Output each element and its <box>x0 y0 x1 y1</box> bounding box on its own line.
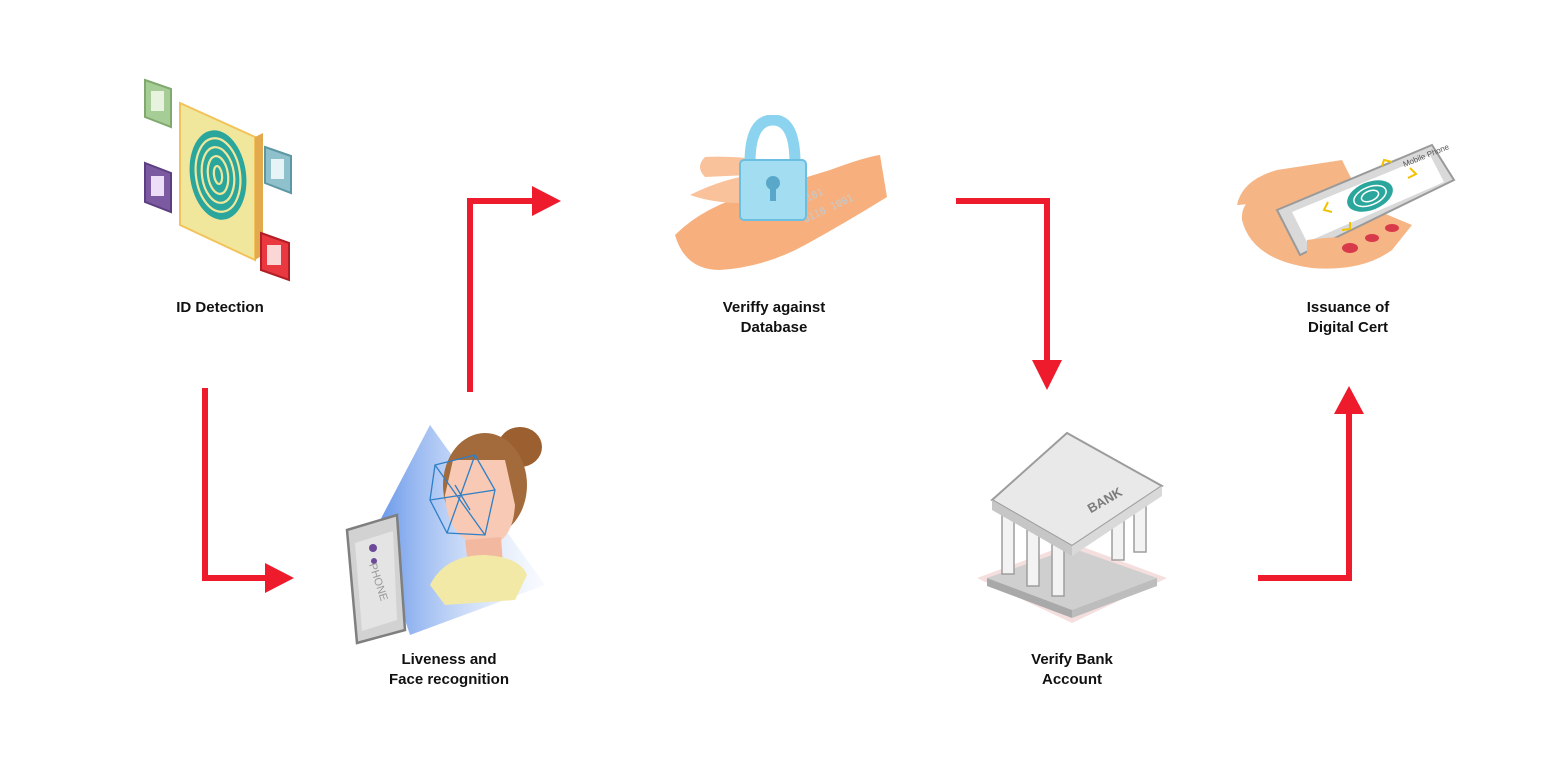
step-label-line: Issuance of <box>1306 299 1390 316</box>
arrowhead-up <box>1334 386 1364 414</box>
step-label-line: Liveness and <box>401 651 497 668</box>
step-label-line: Verify Bank <box>1031 651 1113 668</box>
step-label-line: ID Detection <box>176 299 264 316</box>
bank-icon: BANK <box>977 431 1167 623</box>
arrow-liveness-to-database <box>467 198 535 392</box>
step-label-database: Veriffy against Database <box>723 298 826 338</box>
face-recognition-icon: PHONE <box>345 425 545 645</box>
step-label-cert: Issuance of Digital Cert <box>1307 298 1390 338</box>
step-label-line: Veriffy against <box>722 299 826 316</box>
arrow-bank-to-cert <box>1258 412 1352 581</box>
fingerprint-id-icon <box>144 78 292 282</box>
step-label-line: Digital Cert <box>1307 319 1388 336</box>
step-label-liveness: Liveness and Face recognition <box>389 650 509 690</box>
arrowhead-right-2 <box>532 186 561 216</box>
arrowhead-right-1 <box>265 563 294 593</box>
step-label-line: Face recognition <box>388 671 510 688</box>
arrow-database-to-bank <box>956 198 1050 362</box>
step-label-line: Database <box>740 319 808 336</box>
mobile-phone-certificate-icon: Mobile Phone <box>1237 142 1456 269</box>
step-label-line: Account <box>1042 671 1102 688</box>
step-label-bank: Verify Bank Account <box>1031 650 1113 690</box>
arrow-id-to-liveness <box>202 388 268 581</box>
arrowhead-down <box>1032 360 1062 390</box>
step-label-id-detection: ID Detection <box>176 298 264 318</box>
